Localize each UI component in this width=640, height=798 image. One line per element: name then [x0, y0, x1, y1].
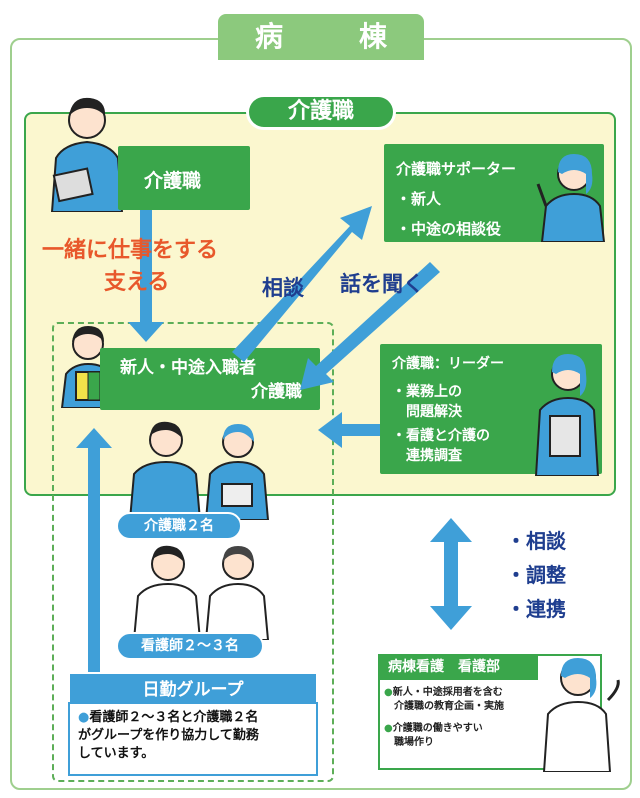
leader-title: 介護職：リーダー	[392, 356, 504, 372]
leader-item-2a: ・看護と介護の	[392, 428, 490, 444]
coordination-item-link: ・連携	[506, 597, 566, 621]
nikkin-group-title: 日勤グループ	[68, 672, 318, 704]
ward-title: 病 棟	[218, 14, 424, 60]
leader-item-2b: 連携調査	[406, 448, 462, 464]
bullet-icon: ●	[384, 687, 393, 698]
care-worker-box: 介護職	[118, 146, 250, 210]
care-zone-title: 介護職	[246, 94, 396, 130]
nikkin-group-description: ●看護師２～３名と介護職２名 がグループを作り協力して勤務 しています。	[68, 702, 318, 776]
nursing-dept-title: 病棟看護 看護部	[378, 654, 538, 680]
nurse-count-pill: 看護師２～３名	[116, 632, 264, 660]
care-worker-label: 介護職	[144, 170, 202, 192]
coordination-item-adjust: ・調整	[506, 563, 566, 587]
care-pair-illustration	[128, 421, 270, 520]
leader-illustration	[534, 354, 600, 476]
supporter-item-new: ・新人	[396, 190, 442, 208]
listen-label: 話を聞く	[340, 272, 424, 296]
nurse-manager-illustration	[542, 658, 620, 772]
nurse-pair-illustration	[132, 545, 270, 640]
new-staff-line1: 新人・中途入職者	[120, 358, 256, 378]
care-count-pill: 介護職２名	[116, 512, 242, 540]
work-together-label: 一緒に仕事をする 支える	[42, 238, 219, 295]
coordination-list: ・相談 ・調整 ・連携	[506, 524, 566, 626]
leader-item-1a: ・業務上の	[392, 384, 462, 400]
bullet-icon: ●	[384, 723, 393, 734]
supporter-title: 介護職サポーター	[396, 160, 517, 178]
care-worker-illustration	[50, 97, 124, 212]
leader-item-1b: 問題解決	[406, 404, 462, 420]
new-staff-group-frame	[52, 322, 334, 782]
coordination-item-consult: ・相談	[506, 529, 566, 553]
bullet-icon: ●	[78, 710, 90, 725]
new-staff-box: 新人・中途入職者 介護職	[100, 348, 320, 410]
new-staff-line2: 介護職	[251, 382, 302, 402]
consult-label: 相談	[262, 276, 304, 300]
supporter-item-mentor: ・中途の相談役	[396, 220, 502, 238]
supporter-illustration	[536, 154, 606, 242]
nursing-dept-items: ●新人・中途採用者を含む 介護職の教育企画・実施 ●介護職の働きやすい 職場作り	[384, 687, 504, 748]
